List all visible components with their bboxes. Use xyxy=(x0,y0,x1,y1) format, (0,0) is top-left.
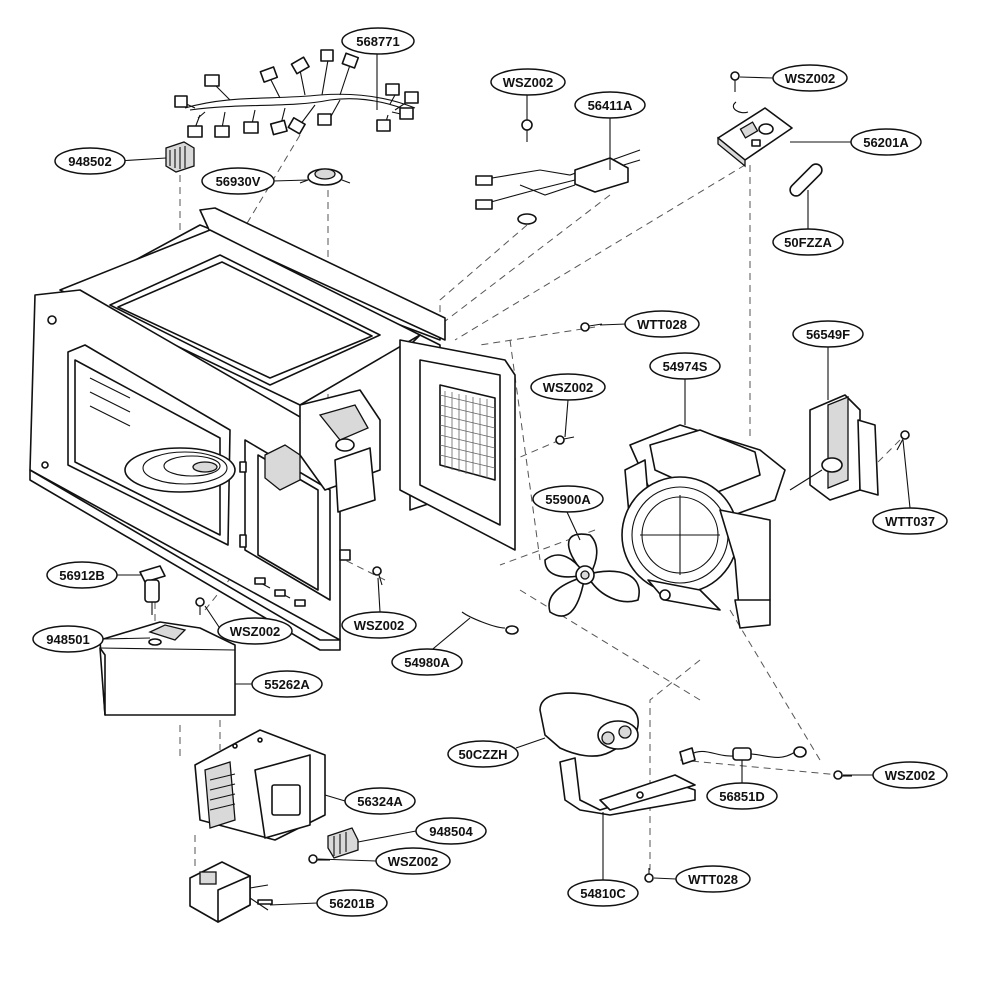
noise-filter-board-part xyxy=(717,71,793,168)
callout-part-number: 56201A xyxy=(850,128,922,156)
callout-part-number: WSZ002 xyxy=(375,847,451,875)
callout-part-number: 948501 xyxy=(32,625,104,653)
callout-part-number: 56549F xyxy=(792,320,864,348)
callout-part-number: 50CZZH xyxy=(447,740,519,768)
fuse-part xyxy=(789,163,823,197)
callout-part-number: 56324A xyxy=(344,787,416,815)
svg-text:WSZ002: WSZ002 xyxy=(785,71,836,86)
callout-part-number: WTT028 xyxy=(675,865,751,893)
callout-part-number: WSZ002 xyxy=(772,64,848,92)
callout-part-number: 54810C xyxy=(567,879,639,907)
callout-part-number: WSZ002 xyxy=(217,617,293,645)
damper-link-part xyxy=(461,611,519,635)
vent-grille xyxy=(439,384,496,481)
svg-text:WTT028: WTT028 xyxy=(637,317,687,332)
callout-part-number: WTT037 xyxy=(872,507,948,535)
svg-text:WSZ002: WSZ002 xyxy=(230,624,281,639)
callout-part-number: 56851D xyxy=(706,782,778,810)
fan-motor-part xyxy=(789,394,910,501)
svg-text:54980A: 54980A xyxy=(404,655,450,670)
oven-cavity-assembly xyxy=(29,207,516,651)
power-plug-part xyxy=(189,861,273,923)
screw-part xyxy=(555,322,603,445)
fuse-holder-part xyxy=(475,149,641,225)
callout-part-number: 568771 xyxy=(341,27,415,55)
svg-text:54974S: 54974S xyxy=(663,359,708,374)
svg-text:WSZ002: WSZ002 xyxy=(543,380,594,395)
screw-part xyxy=(521,119,533,142)
diode-part xyxy=(139,565,205,615)
svg-text:50CZZH: 50CZZH xyxy=(458,747,507,762)
capacitor-bracket-part xyxy=(559,757,696,816)
svg-text:55900A: 55900A xyxy=(545,492,591,507)
ferrite-block-part xyxy=(327,827,359,859)
callout-part-number: 948502 xyxy=(54,147,126,175)
screw-part xyxy=(308,566,383,864)
fan-blade-part xyxy=(544,533,640,617)
leader-lines xyxy=(102,54,911,906)
hv-capacitor-part xyxy=(539,692,639,757)
callout-part-number: 56930V xyxy=(201,167,275,195)
svg-text:948502: 948502 xyxy=(68,154,111,169)
svg-text:948504: 948504 xyxy=(429,824,473,839)
svg-text:56411A: 56411A xyxy=(588,98,633,113)
ferrite-core-part xyxy=(165,141,195,173)
callout-part-number: WTT028 xyxy=(624,310,700,338)
callout-part-number: WSZ002 xyxy=(490,68,566,96)
svg-text:56201B: 56201B xyxy=(329,896,375,911)
callout-part-number: WSZ002 xyxy=(530,373,606,401)
svg-text:568771: 568771 xyxy=(356,34,399,49)
callout-part-number: 54980A xyxy=(391,648,463,676)
svg-text:56549F: 56549F xyxy=(806,327,850,342)
svg-text:948501: 948501 xyxy=(46,632,89,647)
hv-transformer-part xyxy=(194,729,326,841)
svg-text:WSZ002: WSZ002 xyxy=(354,618,405,633)
svg-text:56912B: 56912B xyxy=(59,568,105,583)
callout-part-number: 55262A xyxy=(251,670,323,698)
callout-part-number: 56912B xyxy=(46,561,118,589)
wire-harness-part xyxy=(174,49,419,138)
callout-part-number: 56201B xyxy=(316,889,388,917)
svg-text:WTT037: WTT037 xyxy=(885,514,935,529)
svg-text:56201A: 56201A xyxy=(863,135,909,150)
hv-cover-part xyxy=(99,621,236,716)
callout-part-number: 55900A xyxy=(532,485,604,513)
motor-bracket-duct-part xyxy=(621,424,786,629)
svg-text:56851D: 56851D xyxy=(719,789,765,804)
svg-text:50FZZA: 50FZZA xyxy=(784,235,832,250)
svg-text:WSZ002: WSZ002 xyxy=(885,768,936,783)
svg-text:WTT028: WTT028 xyxy=(688,872,738,887)
svg-text:54810C: 54810C xyxy=(580,886,626,901)
callout-part-number: WSZ002 xyxy=(341,611,417,639)
svg-text:56324A: 56324A xyxy=(357,794,403,809)
callout-part-number: 56411A xyxy=(574,91,646,119)
svg-text:WSZ002: WSZ002 xyxy=(503,75,554,90)
callout-part-number: 50FZZA xyxy=(772,228,844,256)
screw-part xyxy=(644,770,852,883)
svg-text:56930V: 56930V xyxy=(216,174,261,189)
callout-part-number: WSZ002 xyxy=(872,761,948,789)
thermostat-part xyxy=(299,168,351,186)
svg-text:55262A: 55262A xyxy=(264,677,310,692)
callout-part-number: 54974S xyxy=(649,352,721,380)
svg-text:WSZ002: WSZ002 xyxy=(388,854,439,869)
callout-part-number: 948504 xyxy=(415,817,487,845)
